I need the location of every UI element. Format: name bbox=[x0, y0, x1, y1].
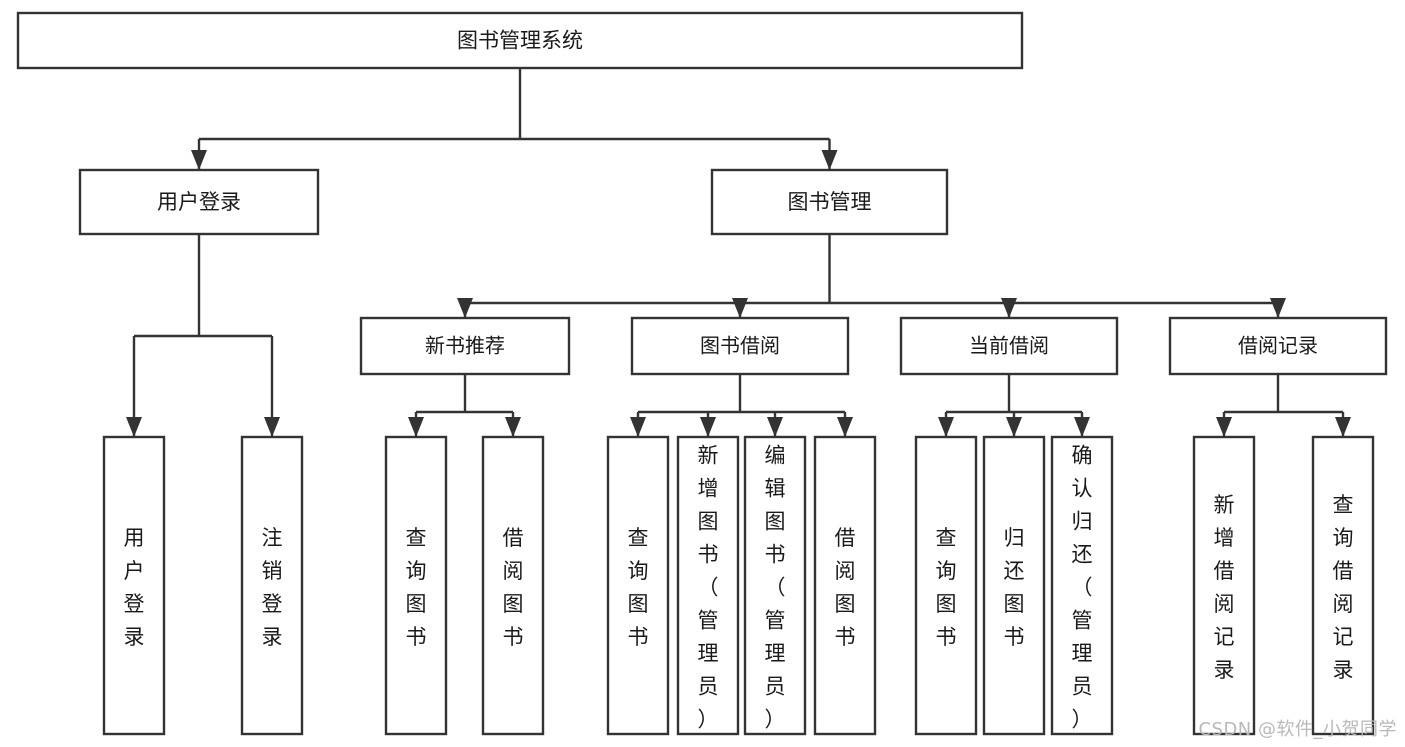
node-label-leaf-borrow-book-rec: 借阅图书 bbox=[503, 526, 524, 649]
node-label-leaf-edit-book-admin: 编辑图书（管理员） bbox=[765, 444, 786, 732]
node-leaf-logout[interactable]: 注销登录 bbox=[240, 435, 304, 736]
node-book-borrow[interactable]: 图书借阅 bbox=[630, 316, 850, 376]
arrow-head-icon bbox=[837, 417, 853, 437]
node-label-book-manage: 图书管理 bbox=[788, 190, 872, 214]
node-box-leaf-logout bbox=[240, 435, 304, 736]
node-user-login[interactable]: 用户登录 bbox=[78, 168, 320, 236]
arrow-head-icon bbox=[191, 150, 207, 170]
arrow-head-icon bbox=[1216, 417, 1232, 437]
node-box-leaf-add-borrow-record bbox=[1192, 435, 1256, 736]
node-box-current-borrow bbox=[899, 316, 1119, 376]
arrow-head-icon bbox=[1335, 417, 1351, 437]
node-box-leaf-return-book bbox=[982, 435, 1046, 736]
node-label-leaf-query-borrow-record: 查询借阅记录 bbox=[1333, 493, 1354, 682]
node-label-root: 图书管理系统 bbox=[457, 29, 583, 53]
node-box-leaf-query-borrow-record bbox=[1311, 435, 1375, 736]
node-leaf-query-borrow-record[interactable]: 查询借阅记录 bbox=[1311, 435, 1375, 736]
node-box-leaf-add-book-admin bbox=[676, 435, 740, 736]
node-label-current-borrow: 当前借阅 bbox=[969, 334, 1049, 358]
node-label-leaf-user-login: 用户登录 bbox=[124, 526, 145, 649]
arrow-head-icon bbox=[1006, 417, 1022, 437]
node-box-leaf-user-login bbox=[102, 435, 166, 736]
node-box-user-login bbox=[78, 168, 320, 236]
arrow-head-icon bbox=[408, 417, 424, 437]
node-book-manage[interactable]: 图书管理 bbox=[710, 168, 949, 236]
node-box-new-book-recommend bbox=[359, 316, 571, 376]
node-borrow-record[interactable]: 借阅记录 bbox=[1168, 316, 1388, 376]
arrow-head-icon bbox=[1074, 417, 1090, 437]
node-box-leaf-confirm-return-admin bbox=[1050, 435, 1114, 736]
node-label-book-borrow: 图书借阅 bbox=[700, 334, 780, 358]
arrow-head-icon bbox=[1001, 298, 1017, 318]
node-leaf-add-book-admin[interactable]: 新增图书（管理员） bbox=[676, 435, 740, 736]
node-label-leaf-add-borrow-record: 新增借阅记录 bbox=[1214, 493, 1235, 682]
node-box-leaf-query-book-cur bbox=[914, 435, 978, 736]
node-label-leaf-return-book: 归还图书 bbox=[1004, 526, 1025, 649]
node-leaf-query-book-borrow[interactable]: 查询图书 bbox=[606, 435, 670, 736]
node-label-leaf-logout: 注销登录 bbox=[262, 526, 283, 649]
node-label-leaf-add-book-admin: 新增图书（管理员） bbox=[698, 444, 719, 732]
arrow-head-icon bbox=[264, 417, 280, 437]
node-label-borrow-record: 借阅记录 bbox=[1238, 334, 1318, 358]
nodes-layer: 图书管理系统用户登录图书管理新书推荐图书借阅当前借阅借阅记录用户登录注销登录查询… bbox=[16, 11, 1388, 736]
arrow-head-icon bbox=[700, 417, 716, 437]
node-leaf-query-book-rec[interactable]: 查询图书 bbox=[384, 435, 448, 736]
connectors-layer bbox=[126, 68, 1351, 437]
node-leaf-borrow-book-rec[interactable]: 借阅图书 bbox=[481, 435, 545, 736]
node-leaf-add-borrow-record[interactable]: 新增借阅记录 bbox=[1192, 435, 1256, 736]
node-box-leaf-query-book-rec bbox=[384, 435, 448, 736]
node-leaf-borrow-book[interactable]: 借阅图书 bbox=[813, 435, 877, 736]
node-label-leaf-borrow-book: 借阅图书 bbox=[835, 526, 856, 649]
node-box-root bbox=[16, 11, 1024, 70]
node-leaf-confirm-return-admin[interactable]: 确认归还（管理员） bbox=[1050, 435, 1114, 736]
node-box-book-borrow bbox=[630, 316, 850, 376]
node-leaf-query-book-cur[interactable]: 查询图书 bbox=[914, 435, 978, 736]
node-box-leaf-borrow-book-rec bbox=[481, 435, 545, 736]
node-leaf-return-book[interactable]: 归还图书 bbox=[982, 435, 1046, 736]
node-label-leaf-query-book-rec: 查询图书 bbox=[406, 526, 427, 649]
node-label-user-login: 用户登录 bbox=[157, 190, 241, 214]
node-box-leaf-edit-book-admin bbox=[743, 435, 807, 736]
node-label-leaf-query-book-borrow: 查询图书 bbox=[628, 526, 649, 649]
node-new-book-recommend[interactable]: 新书推荐 bbox=[359, 316, 571, 376]
node-leaf-edit-book-admin[interactable]: 编辑图书（管理员） bbox=[743, 435, 807, 736]
node-label-leaf-query-book-cur: 查询图书 bbox=[936, 526, 957, 649]
node-box-leaf-borrow-book bbox=[813, 435, 877, 736]
node-current-borrow[interactable]: 当前借阅 bbox=[899, 316, 1119, 376]
node-box-book-manage bbox=[710, 168, 949, 236]
arrow-head-icon bbox=[938, 417, 954, 437]
node-root[interactable]: 图书管理系统 bbox=[16, 11, 1024, 70]
arrow-head-icon bbox=[505, 417, 521, 437]
arrow-head-icon bbox=[457, 298, 473, 318]
node-leaf-user-login[interactable]: 用户登录 bbox=[102, 435, 166, 736]
arrow-head-icon bbox=[630, 417, 646, 437]
arrow-head-icon bbox=[821, 150, 838, 170]
csdn-watermark: CSDN @软件_小贺同学 bbox=[1198, 719, 1397, 740]
arrow-head-icon bbox=[126, 417, 142, 437]
arrow-head-icon bbox=[732, 298, 748, 318]
node-label-leaf-confirm-return-admin: 确认归还（管理员） bbox=[1072, 444, 1093, 732]
arrow-head-icon bbox=[1270, 298, 1286, 318]
arrow-head-icon bbox=[767, 417, 783, 437]
node-label-new-book-recommend: 新书推荐 bbox=[425, 334, 505, 358]
node-box-leaf-query-book-borrow bbox=[606, 435, 670, 736]
node-box-borrow-record bbox=[1168, 316, 1388, 376]
